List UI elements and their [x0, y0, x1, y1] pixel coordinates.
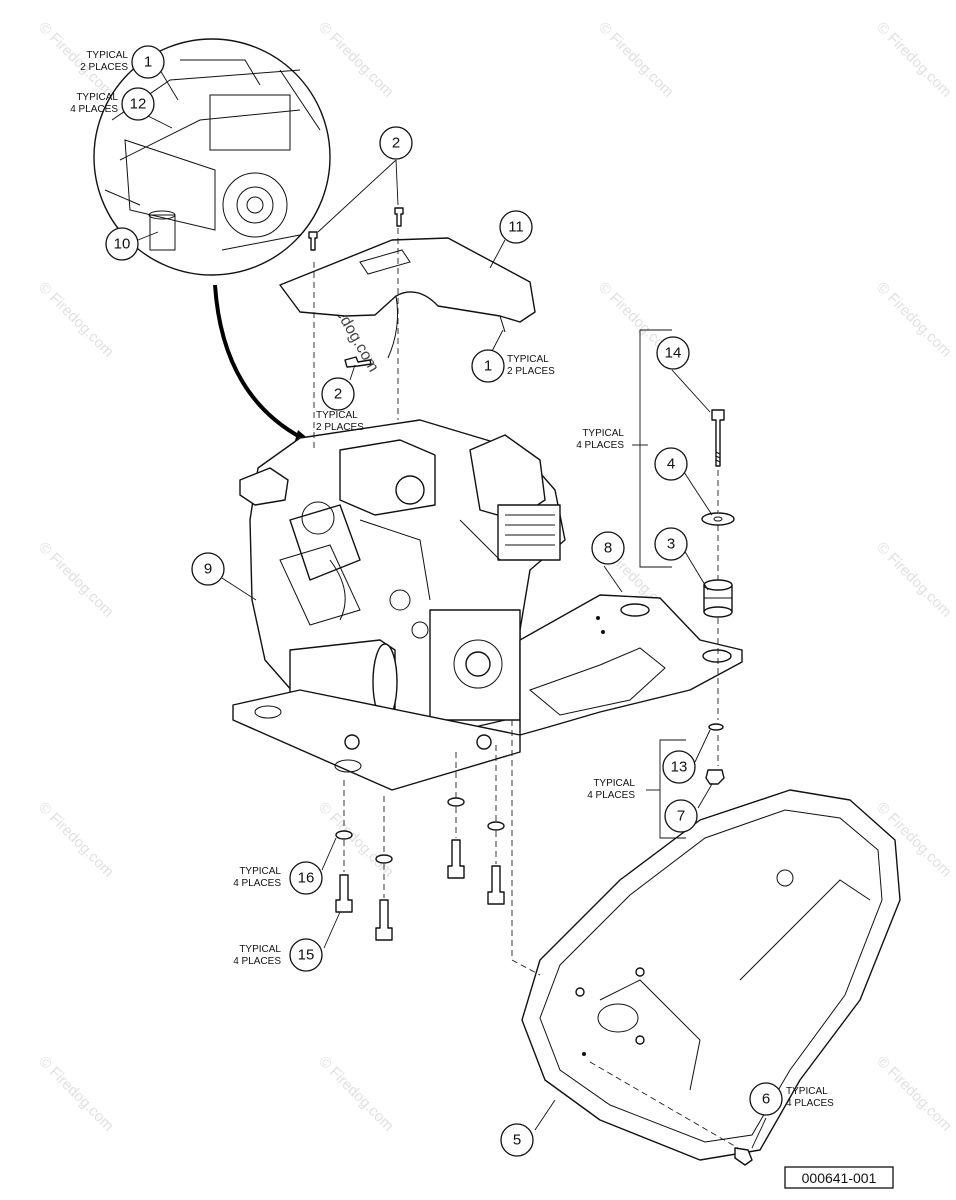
- callout-label: 2: [334, 386, 342, 403]
- note-line: 4 PLACES: [576, 440, 624, 451]
- note-1-right: TYPICAL 2 PLACES: [507, 354, 555, 377]
- callout-10: 10: [105, 227, 139, 261]
- callout-8: 8: [591, 531, 625, 565]
- callout-label: 7: [677, 808, 685, 825]
- callout-label: 2: [392, 135, 400, 152]
- mounting-plate: [519, 594, 743, 736]
- note-line: TYPICAL: [316, 410, 358, 421]
- callout-15: 15: [289, 938, 323, 972]
- callout-label: 1: [484, 358, 492, 375]
- callout-13: 13: [662, 750, 696, 784]
- cover-screws: [308, 207, 404, 368]
- lower-mount-hardware: [705, 723, 725, 785]
- callout-label: 14: [665, 345, 682, 362]
- callout-2-mid: 2: [321, 377, 355, 411]
- callout-1-right: 1: [471, 349, 505, 383]
- watermark: © Firedog.com: [35, 799, 117, 881]
- callout-label: 15: [298, 947, 315, 964]
- callout-label: 10: [114, 236, 131, 253]
- watermark: © Firedog.com: [315, 799, 397, 881]
- callout-1-top: 1: [131, 45, 165, 79]
- watermark: © Firedog.com: [315, 19, 397, 101]
- callout-9: 9: [191, 552, 225, 586]
- watermark: © Firedog.com: [35, 539, 117, 621]
- engine-cover: [279, 237, 536, 359]
- watermark: © Firedog.com: [873, 539, 955, 621]
- detail-arrow: [213, 284, 303, 440]
- note-line: TYPICAL: [239, 866, 281, 877]
- watermark: © Firedog.com: [35, 279, 117, 361]
- note-16: TYPICAL 4 PLACES: [233, 866, 281, 889]
- callout-5: 5: [500, 1123, 534, 1157]
- callout-2-top: 2: [379, 126, 413, 160]
- callout-16: 16: [289, 861, 323, 895]
- note-line: TYPICAL: [507, 354, 549, 365]
- callout-label: 12: [130, 96, 147, 113]
- note-line: 4 PLACES: [233, 956, 281, 967]
- callout-label: 5: [513, 1132, 521, 1149]
- callout-11: 11: [499, 210, 533, 244]
- note-line: TYPICAL: [786, 1086, 828, 1097]
- note-line: TYPICAL: [582, 428, 624, 439]
- callout-label: 4: [667, 456, 675, 473]
- note-line: 4 PLACES: [233, 878, 281, 889]
- callout-label: 8: [604, 540, 612, 557]
- callout-7: 7: [664, 799, 698, 833]
- watermark: © Firedog.com: [35, 1053, 117, 1135]
- note-1-top: TYPICAL 2 PLACES: [80, 50, 128, 73]
- note-line: 2 PLACES: [316, 422, 364, 433]
- callout-label: 11: [508, 219, 524, 236]
- watermark: © Firedog.com: [595, 19, 677, 101]
- note-line: TYPICAL: [86, 50, 128, 61]
- note-13-7: TYPICAL 4 PLACES: [587, 778, 635, 801]
- callout-4: 4: [654, 447, 688, 481]
- note-line: 2 PLACES: [507, 366, 555, 377]
- callout-label: 16: [298, 870, 315, 887]
- note-2-mid: TYPICAL 2 PLACES: [316, 410, 364, 433]
- callout-label: 6: [762, 1091, 770, 1108]
- note-mount: TYPICAL 4 PLACES: [576, 428, 624, 451]
- callout-label: 3: [667, 536, 675, 553]
- note-line: 2 PLACES: [80, 62, 128, 73]
- note-15: TYPICAL 4 PLACES: [233, 944, 281, 967]
- reference-number: 000641-001: [802, 1170, 877, 1186]
- watermark: © Firedog.com: [873, 1053, 955, 1135]
- note-line: TYPICAL: [76, 92, 118, 103]
- watermark: © Firedog.com: [873, 279, 955, 361]
- watermark: © Firedog.com: [315, 1053, 397, 1135]
- belt-cover: [521, 789, 901, 1166]
- note-6: TYPICAL 4 PLACES: [786, 1086, 834, 1109]
- alignment-lines: [313, 228, 739, 1149]
- callout-label: 9: [204, 561, 212, 578]
- watermark: © Firedog.com: [873, 19, 955, 101]
- callout-label: 1: [144, 54, 152, 71]
- callout-12: 12: [121, 87, 155, 121]
- callout-3: 3: [654, 527, 688, 561]
- engine-assembly: [239, 419, 566, 736]
- engine-mount-hardware: [701, 409, 735, 618]
- base-bolts-and-washers: [335, 797, 505, 941]
- note-line: 4 PLACES: [786, 1098, 834, 1109]
- callout-14: 14: [656, 336, 690, 370]
- reference-number-box: 000641-001: [784, 1166, 894, 1189]
- engine-base-plate: [232, 689, 521, 791]
- note-12-top: TYPICAL 4 PLACES: [70, 92, 118, 115]
- callout-label: 13: [671, 759, 688, 776]
- note-line: 4 PLACES: [587, 790, 635, 801]
- note-line: TYPICAL: [239, 944, 281, 955]
- callout-6: 6: [749, 1082, 783, 1116]
- note-line: TYPICAL: [593, 778, 635, 789]
- note-line: 4 PLACES: [70, 104, 118, 115]
